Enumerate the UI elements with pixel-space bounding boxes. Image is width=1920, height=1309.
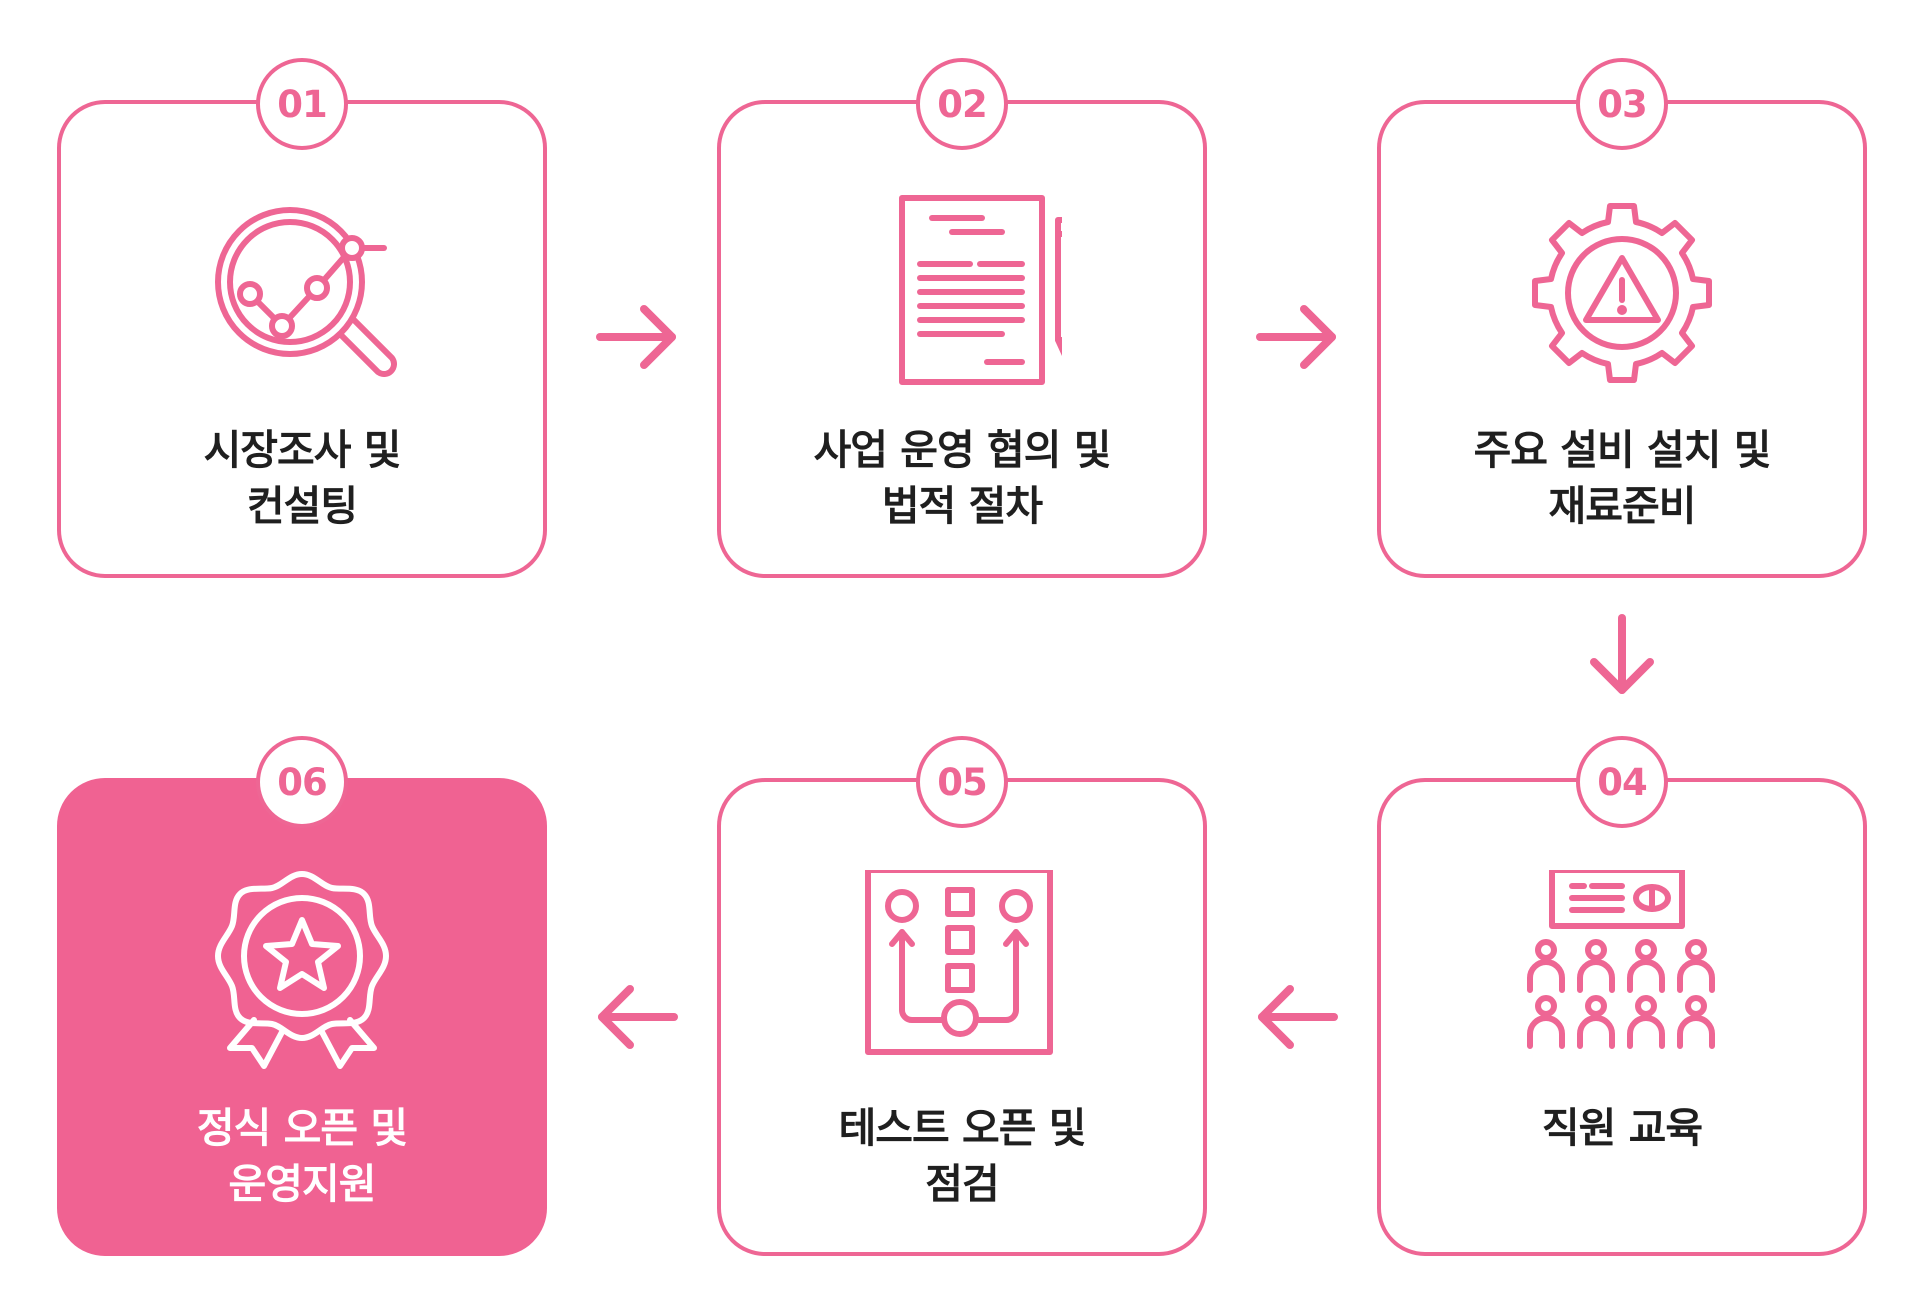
step-card-06: 06 정식 오픈 및 운영지원 [57, 736, 547, 1256]
step-label: 시장조사 및 컨설팅 [81, 422, 523, 534]
step-label: 주요 설비 설치 및 재료준비 [1401, 422, 1843, 534]
arrow-left-icon [592, 972, 682, 1062]
step-number-badge: 03 [1576, 58, 1668, 150]
step-card-01: 01 시장조사 및 컨설팅 [57, 58, 547, 578]
step-label-line: 법적 절차 [881, 482, 1043, 530]
step-label-line: 점검 [925, 1160, 999, 1208]
step-number-badge: 01 [256, 58, 348, 150]
step-label: 테스트 오픈 및 점검 [741, 1100, 1183, 1212]
step-label-line: 정식 오픈 및 [196, 1104, 408, 1152]
star-award-badge-icon [202, 870, 402, 1070]
step-label-line: 테스트 오픈 및 [838, 1104, 1087, 1152]
step-card-05: 05 테스트 오픈 및 점검 [717, 736, 1207, 1256]
gear-warning-icon [1522, 192, 1722, 392]
step-label-line: 사업 운영 협의 및 [813, 426, 1112, 474]
staff-training-presentation-icon [1522, 870, 1722, 1070]
step-label-line: 컨설팅 [246, 482, 358, 530]
step-card-04: 04 직원 교육 [1377, 736, 1867, 1256]
arrow-right-icon [1252, 292, 1342, 382]
step-card-02: 02 사업 운영 협의 및 법적 절차 [717, 58, 1207, 578]
step-number-badge: 02 [916, 58, 1008, 150]
step-label-line: 재료준비 [1548, 482, 1697, 530]
step-number-badge: 04 [1576, 736, 1668, 828]
step-card-03: 03 주요 설비 설치 및 재료준비 [1377, 58, 1867, 578]
market-research-magnifier-icon [202, 192, 402, 392]
step-label: 직원 교육 [1401, 1100, 1843, 1156]
step-label: 사업 운영 협의 및 법적 절차 [741, 422, 1183, 534]
step-label-line: 시장조사 및 [203, 426, 402, 474]
step-label-line: 운영지원 [228, 1160, 377, 1208]
step-label-line: 직원 교육 [1541, 1104, 1703, 1152]
document-pen-icon [862, 192, 1062, 392]
arrow-right-icon [592, 292, 682, 382]
arrow-down-icon [1577, 612, 1667, 702]
step-number-badge: 05 [916, 736, 1008, 828]
step-label: 정식 오픈 및 운영지원 [81, 1100, 523, 1212]
step-number-badge: 06 [256, 736, 348, 828]
flowchart-board-icon [862, 870, 1062, 1070]
step-label-line: 주요 설비 설치 및 [1473, 426, 1772, 474]
arrow-left-icon [1252, 972, 1342, 1062]
